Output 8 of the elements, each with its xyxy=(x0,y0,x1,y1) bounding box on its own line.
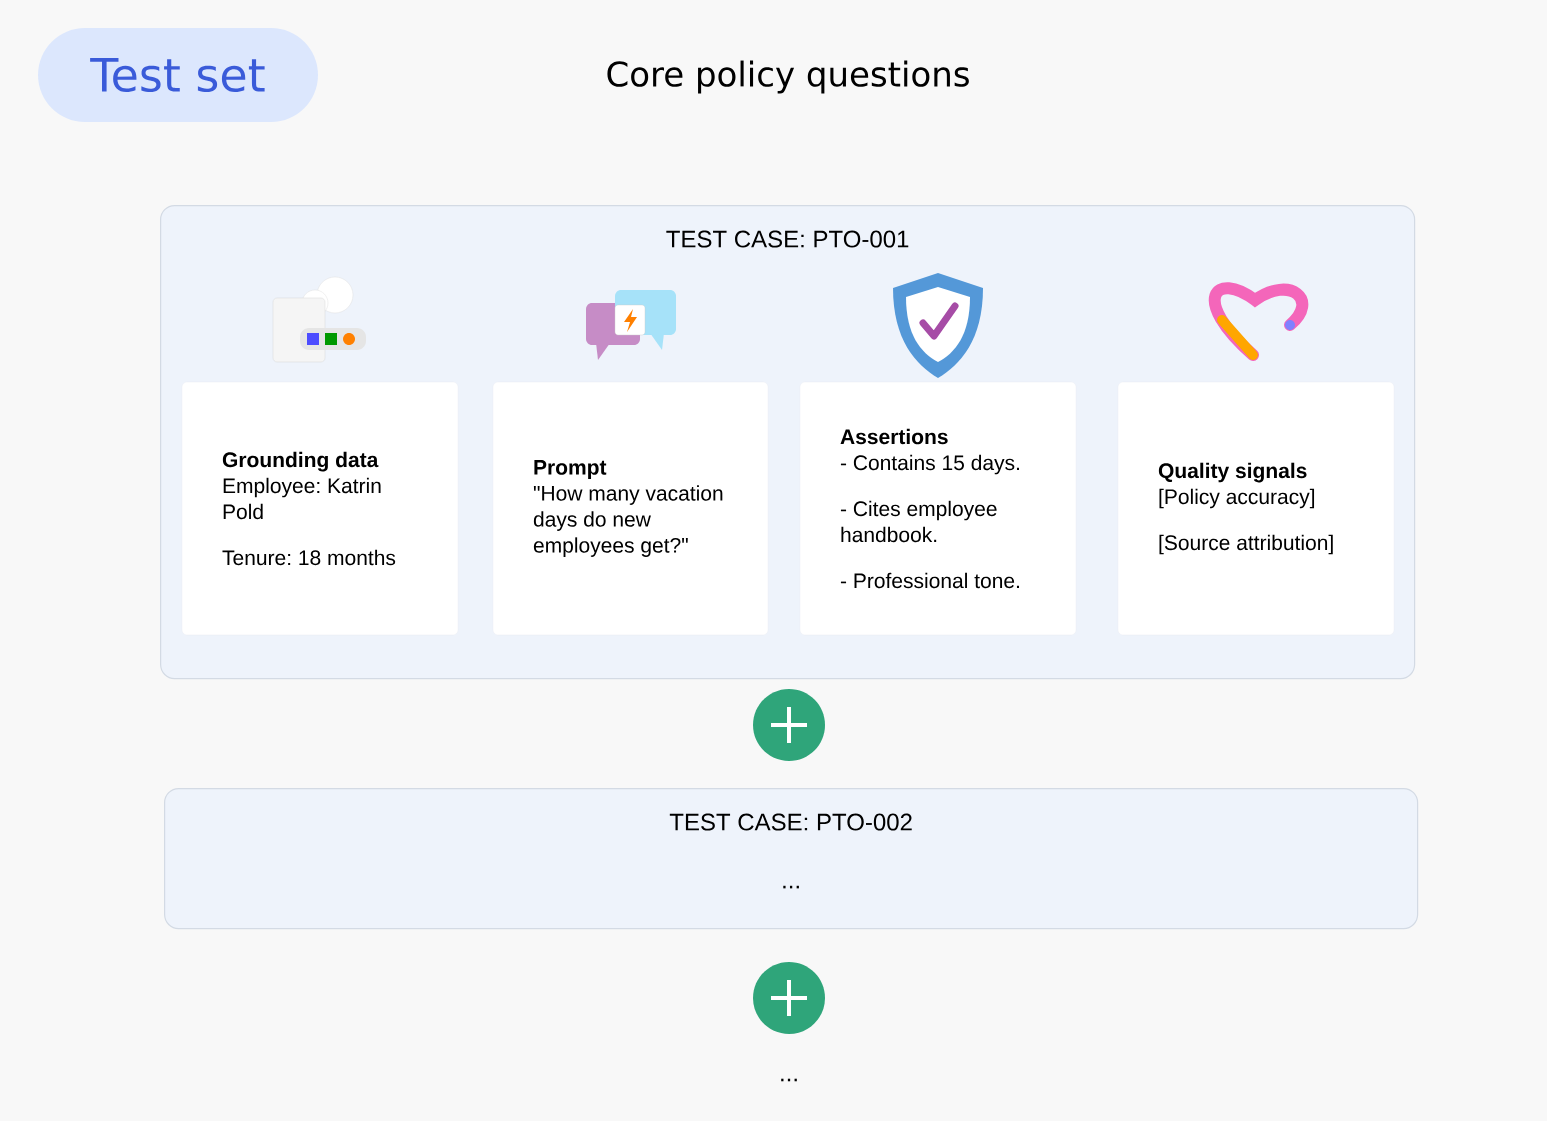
pill-label: Test set xyxy=(38,28,318,122)
card: Grounding data Employee: Katrin Pold Tenure: 18 months xyxy=(181,381,459,636)
test-case-panel: TEST CASE: PTO-002 ... xyxy=(164,788,1419,930)
card: Quality signals [Policy accuracy] [Source attribution] xyxy=(1117,381,1395,636)
card: Assertions - Contains 15 days. - Cites employee handbook. - Professional tone. xyxy=(799,381,1077,636)
ellipsis: ... xyxy=(781,1078,797,1082)
card: Prompt "How many vacation days do new employees get?" xyxy=(492,381,769,636)
title: Core policy questions xyxy=(607,60,969,94)
